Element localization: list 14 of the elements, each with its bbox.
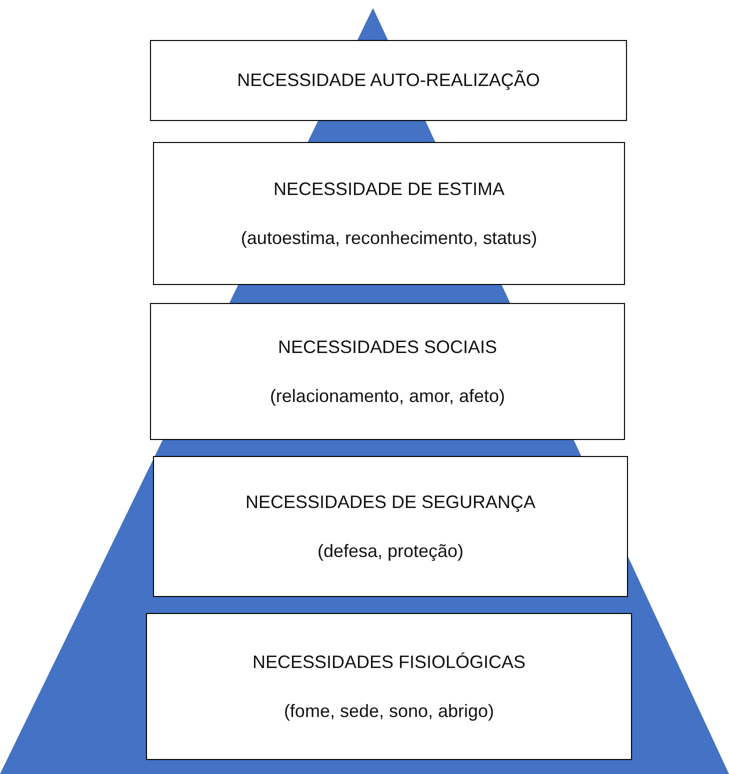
detail-text: (defesa, proteção) (317, 540, 464, 562)
heading-text: NECESSIDADE AUTO-REALIZAÇÃO (237, 70, 540, 91)
detail-text: (relacionamento, amor, afeto) (270, 386, 506, 406)
heading-text: NECESSIDADES DE SEGURANÇA (245, 492, 536, 512)
level-box (146, 613, 632, 760)
level-box (150, 303, 625, 440)
level-box (153, 456, 628, 597)
heading-text: NECESSIDADE DE ESTIMA (273, 178, 505, 200)
level-box (153, 142, 625, 285)
heading-text: NECESSIDADES SOCIAIS (278, 336, 498, 358)
detail-text: (fome, sede, sono, abrigo) (284, 700, 494, 722)
heading-text: NECESSIDADES FISIOLÓGICAS (252, 652, 526, 672)
detail-text: (autoestima, reconhecimento, status) (240, 228, 538, 248)
level-box (150, 40, 627, 121)
